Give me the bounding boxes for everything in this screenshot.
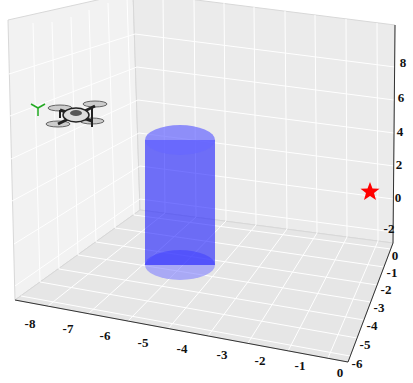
- tick-label: 0: [395, 191, 402, 204]
- tick-label: -4: [177, 342, 188, 355]
- tick-label: 6: [398, 91, 405, 104]
- grid-lines: [9, 0, 395, 358]
- tick-label: -1: [295, 359, 306, 372]
- tick-label: -2: [381, 283, 392, 296]
- tick-label: -5: [360, 338, 371, 351]
- tick-label: 8: [400, 56, 407, 69]
- tick-label: 2: [396, 158, 403, 171]
- drone-icon: [46, 101, 107, 127]
- tick-label: -8: [25, 317, 36, 330]
- cylinder-obstacle: [145, 125, 215, 280]
- tick-label: -2: [384, 222, 395, 235]
- tick-label: -3: [217, 348, 228, 361]
- tick-label: -4: [367, 319, 378, 332]
- tick-label: -6: [352, 357, 363, 370]
- tick-label: 0: [392, 249, 399, 262]
- tick-label: -7: [63, 322, 74, 335]
- axis-ticks: [15, 25, 395, 362]
- tick-label: -3: [374, 301, 385, 314]
- tick-label: 4: [397, 125, 404, 138]
- goal-star: [361, 182, 380, 200]
- tick-label: -2: [255, 354, 266, 367]
- start-marker: [31, 104, 45, 116]
- tick-label: 0: [337, 366, 344, 379]
- tick-label: -1: [387, 266, 398, 279]
- tick-label: -5: [138, 336, 149, 349]
- tick-label: -6: [100, 329, 111, 342]
